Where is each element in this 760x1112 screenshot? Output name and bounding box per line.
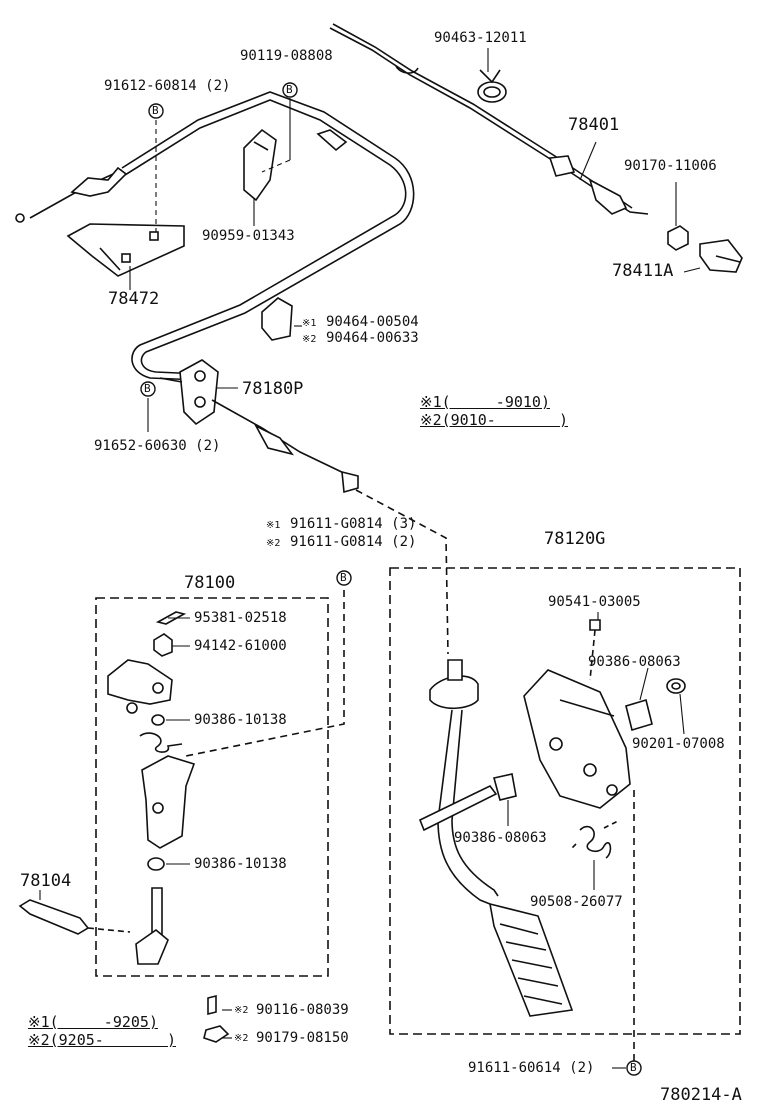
label-90170-11006: 90170-11006	[624, 158, 717, 174]
label-78104: 78104	[20, 871, 72, 891]
label-78180P: 78180P	[242, 379, 304, 399]
label-90386-10138-a: 90386-10138	[194, 712, 287, 728]
label-90116-08039: 90116-08039	[256, 1002, 349, 1018]
note-bottom-line1: ※1( -9205)	[28, 1013, 158, 1031]
star2-90116: ※2	[234, 1005, 249, 1016]
bolt-mark-2	[148, 103, 164, 119]
cable-to-pedal-leader	[355, 489, 449, 655]
bushing-90386-10138-b	[147, 857, 165, 871]
box-78120G	[389, 567, 741, 1035]
spring	[139, 732, 183, 753]
label-90119-08808: 90119-08808	[240, 48, 333, 64]
label-91611-60614: 91611-60614 (2)	[468, 1060, 595, 1076]
bolt-letter-4: B	[340, 571, 347, 584]
nut-94142	[153, 633, 173, 657]
label-91612-60814: 91612-60814 (2)	[104, 78, 231, 94]
bolt-mark-5	[626, 1060, 642, 1076]
label-78472: 78472	[108, 289, 160, 309]
clamp-90463	[477, 69, 507, 103]
label-90541-03005: 90541-03005	[548, 594, 641, 610]
bolt-letter-1: B	[286, 83, 293, 96]
bushing-90386-08063-b	[493, 773, 517, 801]
label-90386-08063-a: 90386-08063	[588, 654, 681, 670]
note-top-line1: ※1( -9010)	[420, 393, 550, 411]
label-91611-G0814-2: 91611-G0814 (2)	[290, 534, 417, 550]
nut-90170	[667, 225, 689, 251]
grommet-90179	[203, 1025, 230, 1043]
bolt-90541	[589, 619, 601, 681]
label-90386-10138-b: 90386-10138	[194, 856, 287, 872]
label-90959-01343: 90959-01343	[202, 228, 295, 244]
star2-90464: ※2	[302, 334, 317, 345]
label-78411A: 78411A	[612, 261, 674, 281]
label-78100: 78100	[184, 573, 236, 593]
bolt-letter-5: B	[630, 1061, 637, 1074]
label-91611-G0814-3: 91611-G0814 (3)	[290, 516, 417, 532]
spring-90508	[571, 819, 621, 859]
bushing-90386-10138-a	[151, 714, 165, 726]
bushing-90386-08063-a	[625, 698, 653, 732]
shaft	[135, 887, 169, 965]
label-90464-00633: 90464-00633	[326, 330, 419, 346]
box-78100	[95, 597, 329, 977]
note-bottom-line2: ※2(9205- )	[28, 1031, 177, 1049]
label-91652-60630: 91652-60630 (2)	[94, 438, 221, 454]
accelerator-pedal	[418, 659, 574, 1017]
bracket-78472	[66, 223, 185, 277]
leader-lines	[39, 48, 701, 1069]
label-90463-12011: 90463-12011	[434, 30, 527, 46]
bolt-mark-4	[336, 570, 352, 586]
clip-90464	[261, 297, 293, 341]
star1-91611: ※1	[266, 520, 281, 531]
label-94142-61000: 94142-61000	[194, 638, 287, 654]
throttle-cable-upper	[329, 23, 649, 215]
star1-90464: ※1	[302, 318, 317, 329]
leader-91611	[185, 590, 345, 757]
pedal-bracket	[523, 669, 631, 809]
clip-90959	[243, 128, 277, 202]
label-90386-08063-b: 90386-08063	[454, 830, 547, 846]
label-90201-07008: 90201-07008	[632, 736, 725, 752]
diagram-id: 780214-A	[660, 1085, 742, 1105]
pin-78104	[18, 899, 131, 935]
washer-90201	[666, 678, 686, 694]
bolt-letter-2: B	[152, 104, 159, 117]
bolt-mark-1	[282, 82, 298, 98]
label-78120G: 78120G	[544, 529, 606, 549]
bracket-78180P	[159, 359, 359, 494]
note-top-line2: ※2(9010- )	[420, 411, 569, 429]
bolt-mark-3	[140, 381, 156, 397]
label-95381-02518: 95381-02518	[194, 610, 287, 626]
clip-90116	[207, 994, 217, 1016]
lever-arm	[141, 755, 196, 849]
label-90179-08150: 90179-08150	[256, 1030, 349, 1046]
bolt-letter-3: B	[144, 382, 151, 395]
label-90508-26077: 90508-26077	[530, 894, 623, 910]
knob-78411A	[699, 239, 743, 273]
choke-cable-loop	[15, 91, 415, 381]
label-90464-00504: 90464-00504	[326, 314, 419, 330]
label-78401: 78401	[568, 115, 620, 135]
lever-bracket	[107, 659, 173, 714]
star2-90179: ※2	[234, 1033, 249, 1044]
star2-91611: ※2	[266, 538, 281, 549]
